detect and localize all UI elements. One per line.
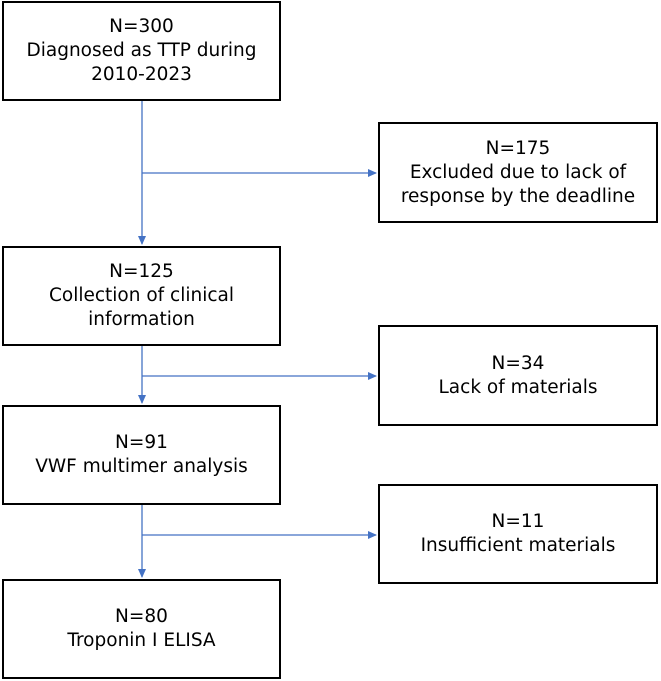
troponin-count: N=80 — [115, 606, 168, 627]
insufficient-materials-box: N=11 Insufficient materials — [378, 484, 658, 584]
troponin-elisa-box: N=80 Troponin I ELISA — [2, 579, 281, 679]
excluded-label-line-2: response by the deadline — [400, 185, 636, 207]
excluded-count: N=175 — [485, 137, 551, 159]
lack-count: N=34 — [491, 352, 545, 374]
lack-of-materials-box: N=34 Lack of materials — [378, 325, 658, 426]
vwf-multimer-box: N=91 VWF multimer analysis — [2, 405, 281, 505]
enrolled-box: N=300 Diagnosed as TTP during 2010-2023 — [2, 1, 281, 101]
insufficient-count: N=11 — [491, 511, 545, 532]
clinical-label-line-2: information — [88, 309, 195, 330]
clinical-info-box: N=125 Collection of clinical information — [2, 246, 281, 346]
enrolled-label-line-1: Diagnosed as TTP during — [26, 40, 257, 61]
enrolled-label-line-2: 2010-2023 — [91, 64, 192, 85]
clinical-label-line-1: Collection of clinical — [48, 285, 235, 306]
troponin-label: Troponin I ELISA — [67, 630, 216, 651]
lack-label: Lack of materials — [438, 376, 598, 398]
enrolled-count: N=300 — [109, 16, 174, 37]
multimer-label: VWF multimer analysis — [35, 456, 248, 477]
insufficient-label: Insufficient materials — [420, 535, 616, 556]
excluded-label-line-1: Excluded due to lack of — [409, 161, 627, 183]
excluded-box: N=175 Excluded due to lack of response b… — [378, 122, 658, 223]
multimer-count: N=91 — [115, 432, 168, 453]
clinical-count: N=125 — [109, 261, 174, 282]
